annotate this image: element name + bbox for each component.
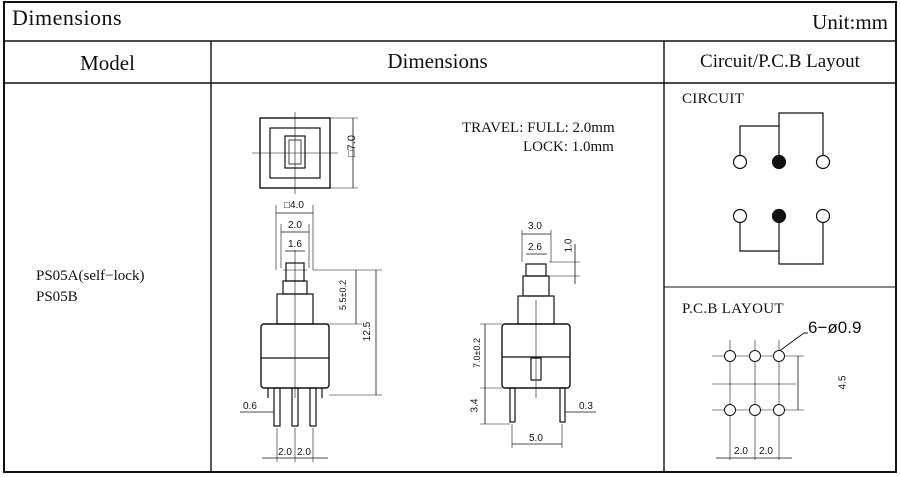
dim-w30: 3.0 <box>528 221 542 232</box>
dim-width-2: 2.0 <box>288 220 302 231</box>
side-view-pressed <box>480 230 596 448</box>
dim-width-16: 1.6 <box>288 239 302 250</box>
side-view <box>240 205 382 462</box>
pcb-holes-label: 6−ø0.9 <box>808 318 862 337</box>
circuit-label: CIRCUIT <box>682 91 745 107</box>
pcb-label: P.C.B LAYOUT <box>682 301 784 317</box>
dim-w03: 0.3 <box>579 401 593 412</box>
dim-w26: 2.6 <box>528 242 542 253</box>
dim-square-small: □4.0 <box>284 200 304 211</box>
page-title: Dimensions <box>12 5 123 30</box>
dim-w50: 5.0 <box>529 433 543 444</box>
dim-h34: 3.4 <box>469 398 481 413</box>
pcb-dim-pitch-a: 2.0 <box>734 446 748 457</box>
header-dimensions: Dimensions <box>387 49 488 73</box>
travel-lock: LOCK: 1.0mm <box>523 139 614 155</box>
dim-pin-06: 0.6 <box>243 401 257 412</box>
header-model: Model <box>80 51 135 75</box>
top-view <box>252 112 358 194</box>
model-name: PS05B <box>36 289 78 305</box>
dim-pitch-a: 2.0 <box>278 447 292 458</box>
dim-height-125: 12.5 <box>362 321 374 342</box>
dim-pitch-b: 2.0 <box>297 447 311 458</box>
header-circuit-pcb: Circuit/P.C.B Layout <box>700 51 860 72</box>
pcb-dim-h45: 4.5 <box>837 375 849 390</box>
dim-top-square: □7.0 <box>345 135 358 157</box>
dim-h70: 7.0±0.2 <box>471 338 482 368</box>
unit-label: Unit:mm <box>812 10 888 34</box>
travel-spec: TRAVEL: FULL: 2.0mm LOCK: 1.0mm <box>462 119 615 157</box>
pcb-dim-pitch-b: 2.0 <box>759 446 773 457</box>
model-name: PS05A(self−lock) <box>36 268 145 284</box>
travel-full: TRAVEL: FULL: 2.0mm <box>462 120 615 136</box>
dim-h10: 1.0 <box>563 238 575 253</box>
dim-height-55: 5.5±0.2 <box>337 280 348 310</box>
model-list: PS05A(self−lock) PS05B <box>36 266 144 308</box>
